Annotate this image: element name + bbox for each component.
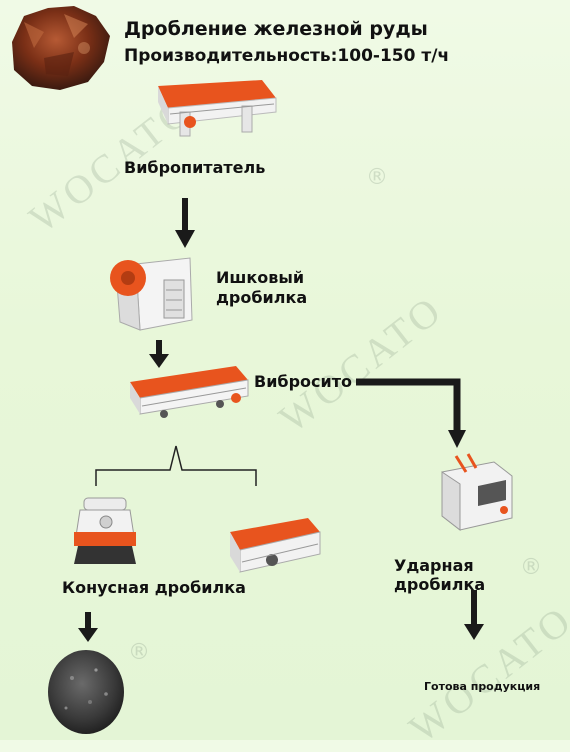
arrow-down-icon — [149, 340, 169, 368]
vibrating-screen-image — [130, 366, 249, 418]
cone-crusher-image — [74, 497, 136, 564]
connector-line — [356, 378, 466, 448]
watermark-mark: ® — [128, 640, 150, 665]
node-impact-label: Ударная дробилка — [394, 556, 486, 594]
watermark-mark: ® — [520, 555, 542, 580]
iron-ore-image — [12, 6, 110, 90]
secondary-screen-image — [230, 518, 321, 573]
jaw-crusher-image — [110, 257, 193, 331]
node-jaw-label-1: Ишковый — [216, 268, 305, 287]
split-bracket — [95, 445, 257, 486]
watermark-brand: WOCATO — [400, 596, 570, 752]
node-cone-label: Конусная дробилка — [62, 578, 246, 597]
impact-crusher-image — [441, 453, 513, 532]
node-screen-label: Вибросито — [254, 372, 352, 391]
page-subtitle: Производительность:100-150 т/ч — [124, 46, 450, 66]
arrow-down-icon — [175, 198, 195, 248]
watermark-mark: ® — [366, 165, 388, 190]
node-jaw-label-2: дробилка — [216, 288, 308, 307]
page-title: Дробление железной руды — [124, 18, 428, 40]
node-product-label: Готова продукция — [424, 680, 541, 693]
node-feeder-label: Вибропитатель — [124, 158, 266, 177]
vibrating-feeder-image — [158, 80, 277, 137]
arrow-down-icon — [78, 612, 98, 642]
final-product-pile-image — [48, 650, 124, 734]
arrow-down-icon — [464, 590, 484, 640]
